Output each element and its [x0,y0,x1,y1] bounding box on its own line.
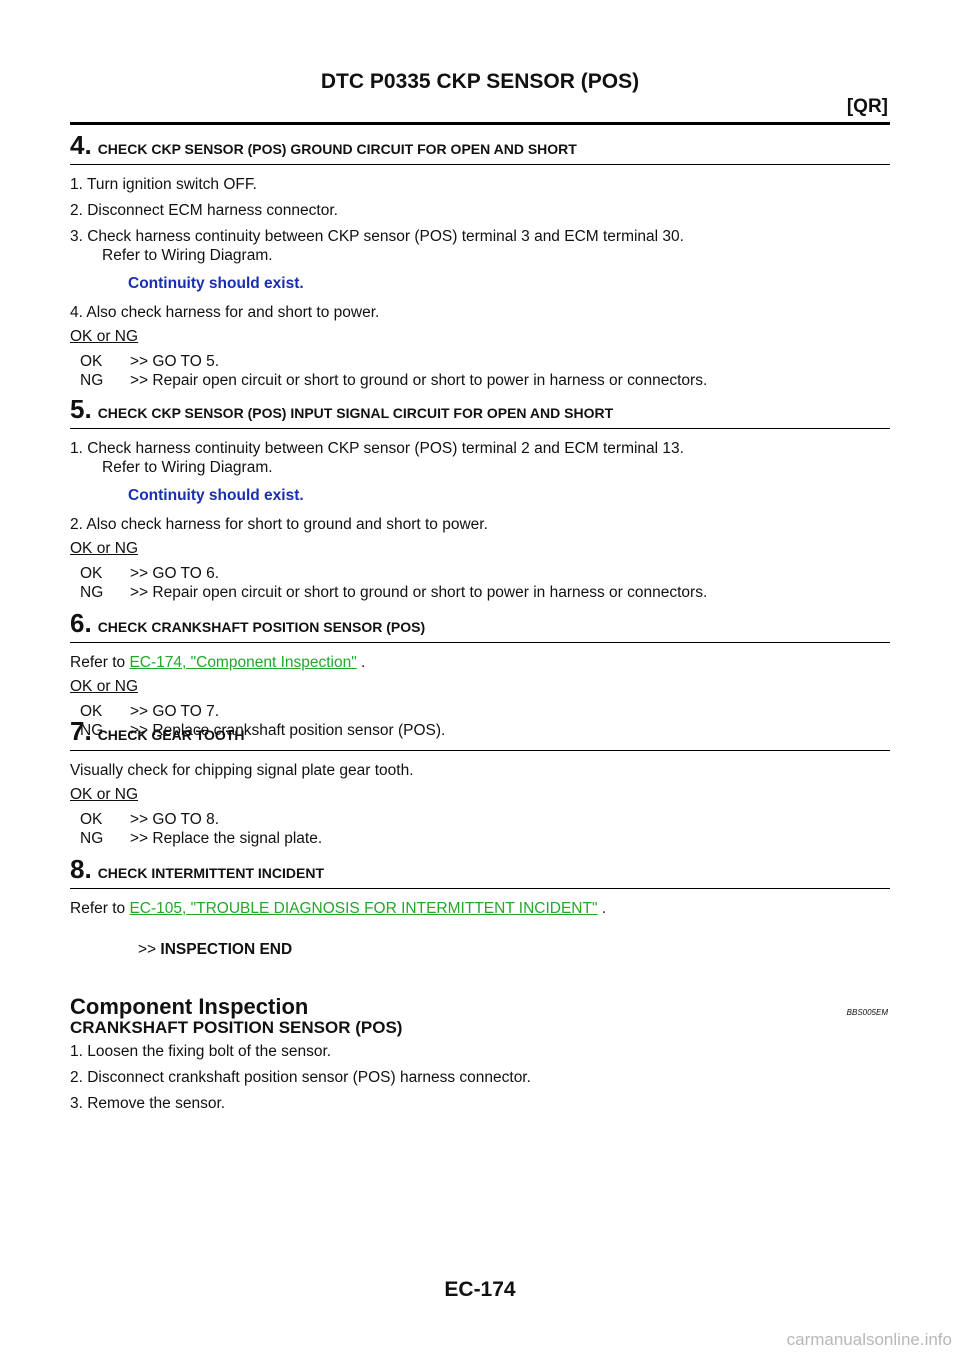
step-header: 5. CHECK CKP SENSOR (POS) INPUT SIGNAL C… [70,396,890,429]
step-instruction: 1. Turn ignition switch OFF. [70,176,257,193]
ok-result: OK >> GO TO 7. [70,702,890,721]
component-step: 2. Disconnect crankshaft position sensor… [70,1069,531,1086]
ok-key: OK [80,703,103,720]
step-title: CHECK CKP SENSOR (POS) GROUND CIRCUIT FO… [97,141,577,157]
step-header: 6. CHECK CRANKSHAFT POSITION SENSOR (POS… [70,610,890,643]
step-instruction: 4. Also check harness for and short to p… [70,304,380,321]
ng-key: NG [80,372,104,389]
step-header: 4. CHECK CKP SENSOR (POS) GROUND CIRCUIT… [70,132,890,165]
step-instruction: 3. Check harness continuity between CKP … [70,228,684,245]
reference-line: Refer to EC-174, "Component Inspection" … [70,653,890,672]
page-number: EC-174 [444,1278,516,1301]
component-step: 3. Remove the sensor. [70,1095,226,1112]
ng-result: NG >> Replace crankshaft position sensor… [70,721,890,740]
ng-key: NG [80,830,104,847]
watermark: carmanualsonline.info [786,1330,952,1349]
refer-suffix: . [356,654,366,671]
section-subtitle: CRANKSHAFT POSITION SENSOR (POS) [70,1018,403,1037]
ng-action: >> Replace the signal plate. [130,830,323,847]
step-title: CHECK CKP SENSOR (POS) INPUT SIGNAL CIRC… [97,405,614,421]
ok-action: >> GO TO 7. [130,703,220,720]
step-instruction: Refer to Wiring Diagram. [102,459,273,476]
step-8: 8. CHECK INTERMITTENT INCIDENT Refer to … [70,856,890,959]
section-title: Component Inspection [70,994,309,1019]
ng-result: NG >> Repair open circuit or short to gr… [70,371,890,390]
step-instruction: 1. Check harness continuity between CKP … [70,440,684,457]
step-number: 8. [70,854,92,884]
ok-action: >> GO TO 6. [130,565,220,582]
end-arrow: >> [138,941,157,958]
step-7: 7. CHECK GEAR TOOTH Visually check for c… [70,718,890,848]
intermittent-incident-link[interactable]: EC-105, "TROUBLE DIAGNOSIS FOR INTERMITT… [129,900,598,917]
step-title: CHECK INTERMITTENT INCIDENT [97,865,325,881]
step-instruction: 2. Also check harness for short to groun… [70,516,488,533]
step-title: CHECK CRANKSHAFT POSITION SENSOR (POS) [97,619,426,635]
ok-action: >> GO TO 8. [130,811,220,828]
page-title: DTC P0335 CKP SENSOR (POS) [320,70,640,93]
ok-key: OK [80,353,103,370]
step-title: CHECK GEAR TOOTH [97,727,245,743]
ok-key: OK [80,565,103,582]
ng-key: NG [80,584,104,601]
step-instruction: 2. Disconnect ECM harness connector. [70,202,338,219]
ok-key: OK [80,811,103,828]
step-instruction: Refer to Wiring Diagram. [102,247,273,264]
step-header: 7. CHECK GEAR TOOTH [70,718,890,751]
step-6: 6. CHECK CRANKSHAFT POSITION SENSOR (POS… [70,610,890,740]
ng-action: >> Repair open circuit or short to groun… [130,584,708,601]
component-inspection-link[interactable]: EC-174, "Component Inspection" [129,654,357,671]
ng-action: >> Repair open circuit or short to groun… [130,372,708,389]
ok-ng-label: OK or NG [70,786,139,803]
refer-suffix: . [597,900,607,917]
step-number: 6. [70,608,92,638]
ok-ng-label: OK or NG [70,678,139,695]
inspection-end: >> INSPECTION END [70,940,890,959]
step-number: 5. [70,394,92,424]
component-step: 1. Loosen the fixing bolt of the sensor. [70,1043,332,1060]
ok-result: OK >> GO TO 6. [70,564,890,583]
reference-line: Refer to EC-105, "TROUBLE DIAGNOSIS FOR … [70,899,890,918]
step-number: 4. [70,130,92,160]
end-label: INSPECTION END [160,941,293,958]
ng-result: NG >> Replace the signal plate. [70,829,890,848]
ng-result: NG >> Repair open circuit or short to gr… [70,583,890,602]
component-steps: 1. Loosen the fixing bolt of the sensor.… [70,1042,890,1113]
step-instruction: Visually check for chipping signal plate… [70,762,414,779]
ok-action: >> GO TO 5. [130,353,220,370]
engine-tag: [QR] [846,96,888,117]
step-4: 4. CHECK CKP SENSOR (POS) GROUND CIRCUIT… [70,132,890,390]
ok-result: OK >> GO TO 5. [70,352,890,371]
ok-result: OK >> GO TO 8. [70,810,890,829]
ok-ng-label: OK or NG [70,328,139,345]
refer-prefix: Refer to [70,654,130,671]
header-divider [70,122,890,125]
ok-ng-label: OK or NG [70,540,139,557]
ng-key: NG [80,722,104,739]
step-header: 8. CHECK INTERMITTENT INCIDENT [70,856,890,889]
step-number: 7. [70,716,92,746]
spec-note: Continuity should exist. [128,275,304,292]
section-code: BBS005EM [846,1008,888,1017]
ng-action: >> Replace crankshaft position sensor (P… [130,722,446,739]
spec-note: Continuity should exist. [128,487,304,504]
step-5: 5. CHECK CKP SENSOR (POS) INPUT SIGNAL C… [70,396,890,602]
refer-prefix: Refer to [70,900,130,917]
